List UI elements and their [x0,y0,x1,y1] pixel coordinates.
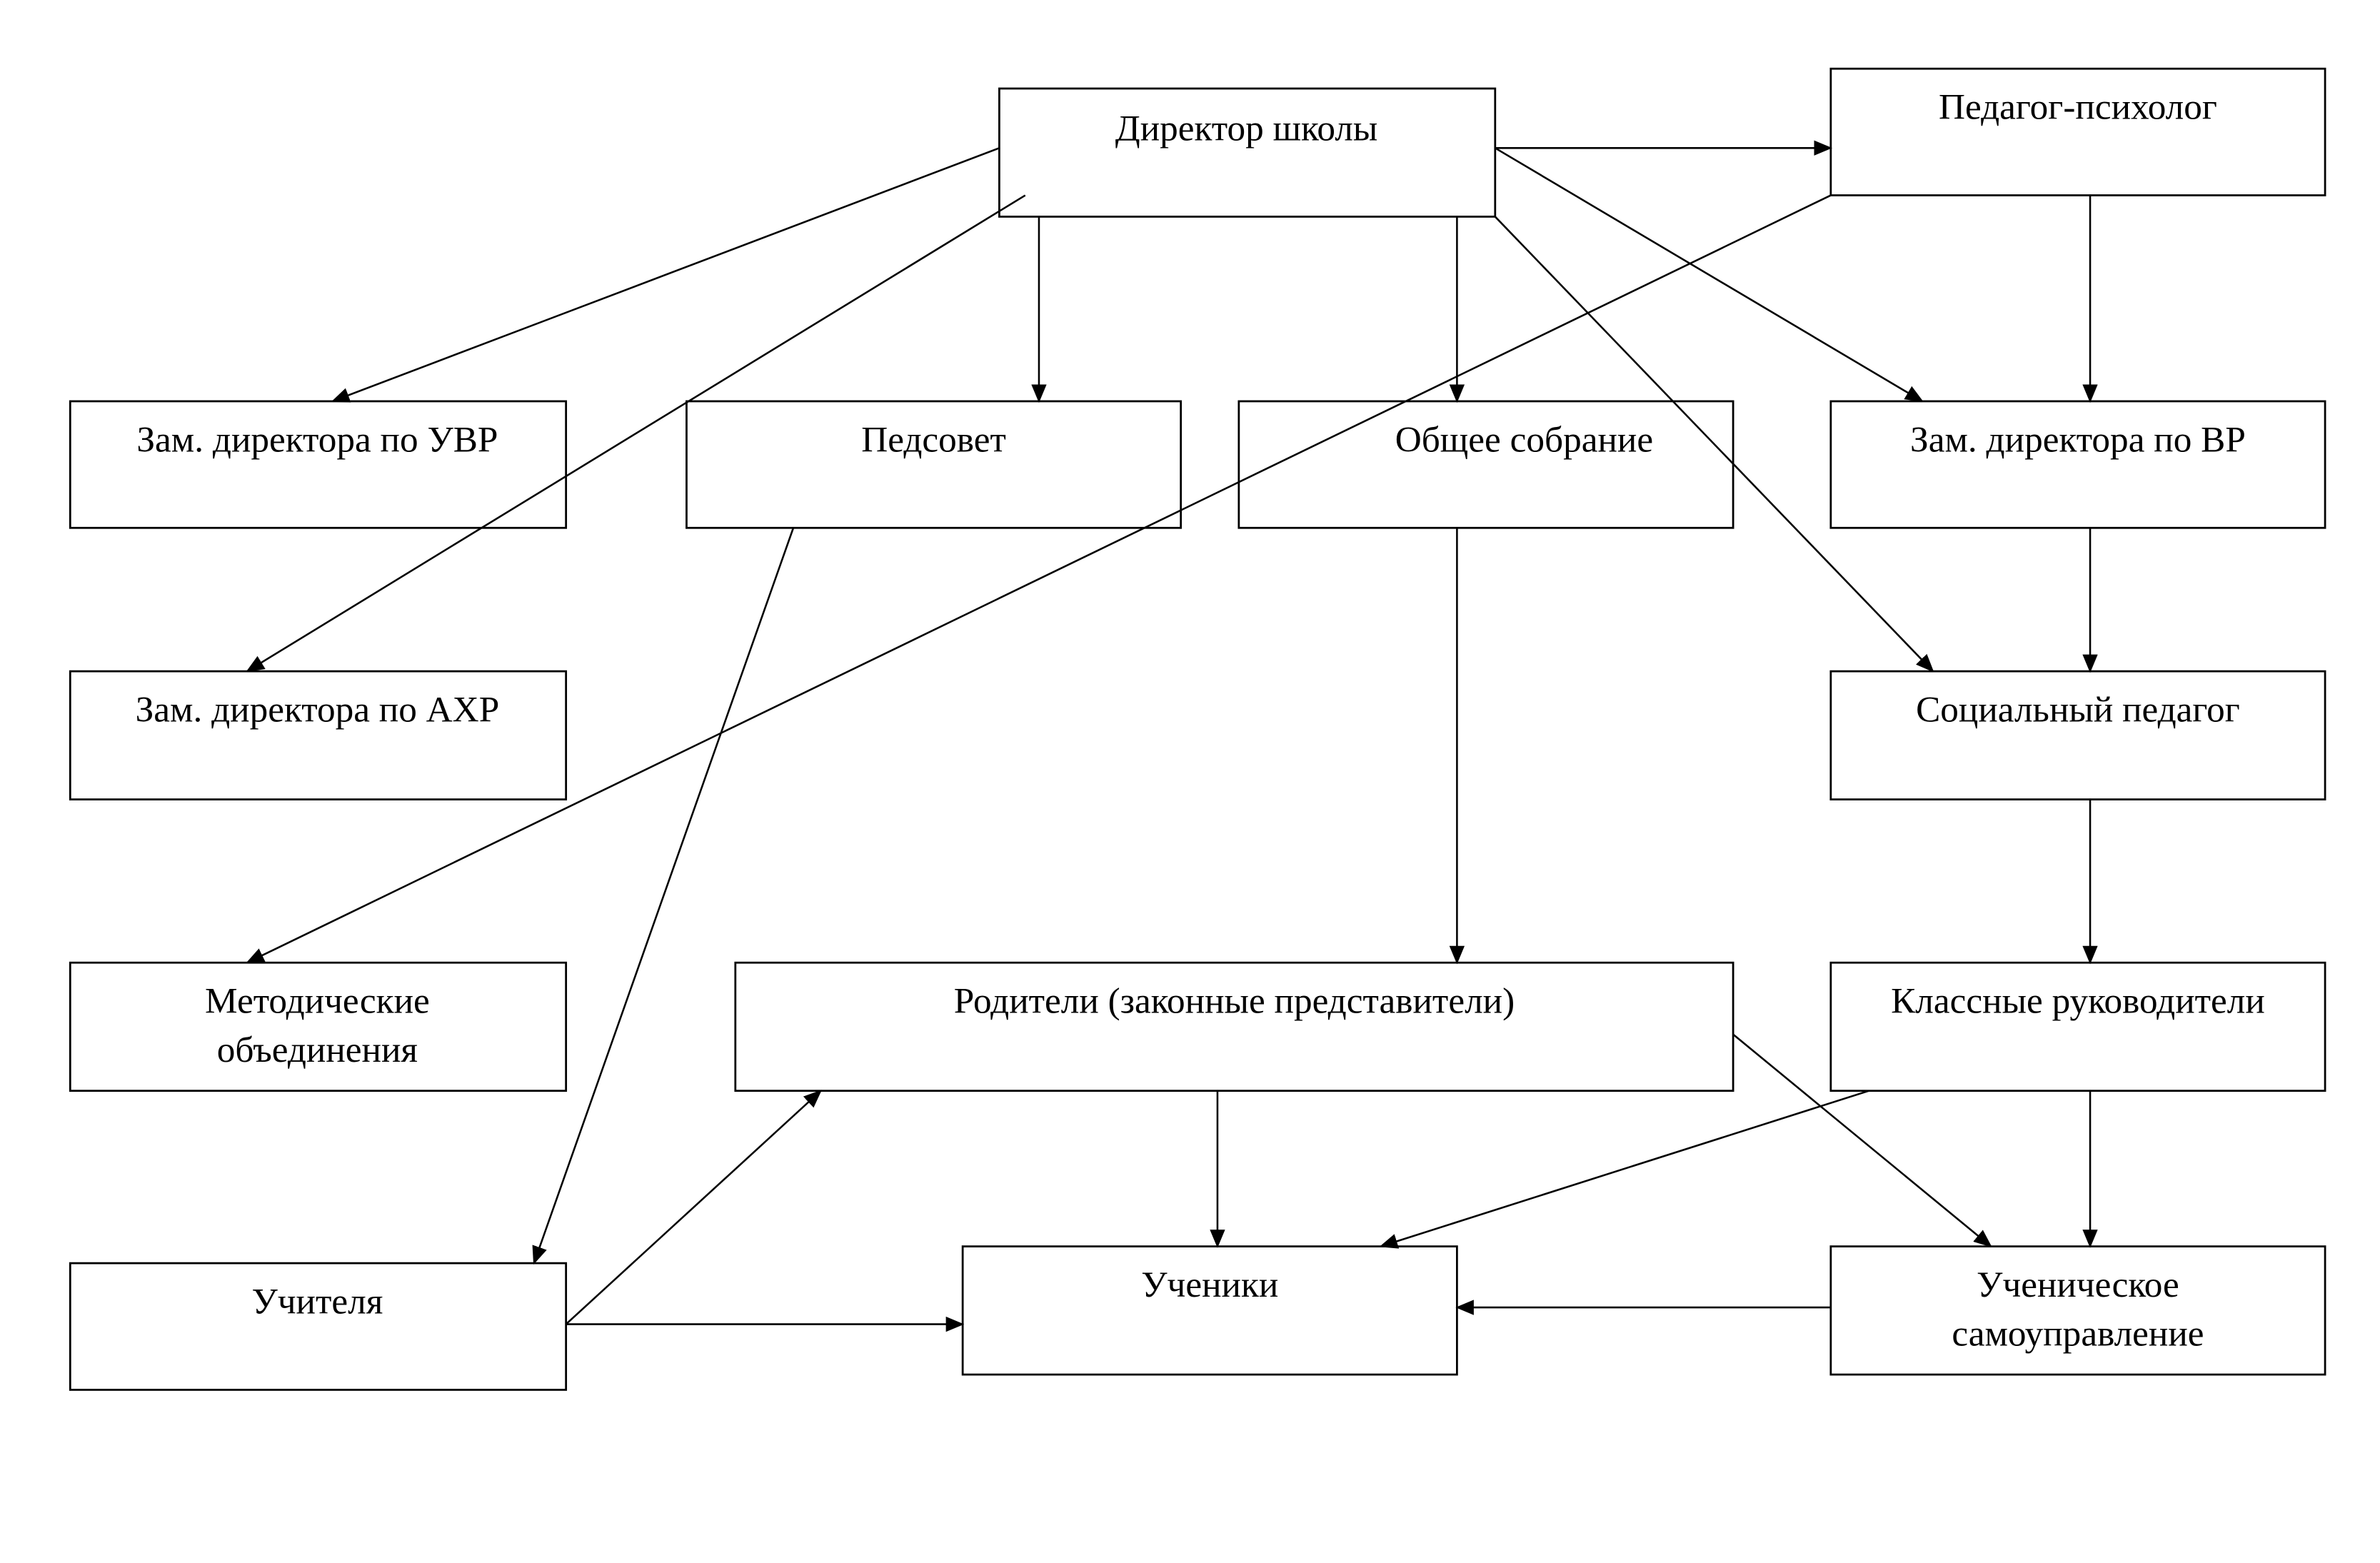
teachers-label: Учителя [251,1282,383,1322]
node-teachers: Учителя [69,1262,568,1391]
node-social-pedagogue: Социальный педагог [1829,670,2326,800]
node-self-government: Ученическое самоуправление [1829,1245,2326,1376]
methodical-label-2: объединения [217,1030,418,1070]
node-deputy-ahr: Зам. директора по АХР [69,670,568,800]
node-pedsovet: Педсовет [686,400,1183,529]
arrow-teachers-parents [565,1090,823,1325]
arrow-class-teachers-students [1379,1090,1869,1249]
pedsovet-label: Педсовет [861,419,1006,460]
self-government-label-2: самоуправление [1952,1313,2204,1354]
arrow-director-deputy-ahr [246,194,1026,673]
social-pedagogue-label: Социальный педагог [1916,690,2240,730]
general-meeting-label: Общее собрание [1395,419,1653,460]
node-deputy-vr: Зам. директора по ВР [1829,400,2326,529]
arrow-director-social-pedagogue [1494,216,1934,673]
node-students: Ученики [961,1245,1458,1376]
arrow-psychologist-methodical [246,194,1832,964]
node-deputy-uvr: Зам. директора по УВР [69,400,568,529]
self-government-label-1: Ученическое [1977,1265,2179,1305]
nodes: Директор школы Педагог-психолог Зам. дир… [69,67,2326,1391]
class-teachers-label: Классные руководители [1891,981,2265,1022]
psychologist-label: Педагог-психолог [1939,87,2217,128]
students-label: Ученики [1141,1265,1278,1305]
arrow-director-deputy-vr [1495,147,1924,403]
node-methodical: Методические объединения [69,961,568,1092]
deputy-uvr-label: Зам. директора по УВР [136,419,498,460]
node-general-meeting: Общее собрание [1237,400,1734,529]
director-label: Директор школы [1115,109,1378,149]
node-class-teachers: Классные руководители [1829,961,2326,1092]
node-parents: Родители (законные представители) [734,961,1734,1092]
deputy-vr-label: Зам. директора по ВР [1910,419,2246,460]
node-director: Директор школы [998,87,1497,218]
arrow-parents-self-government [1732,1033,1992,1247]
arrow-pedsovet-teachers [532,527,795,1265]
deputy-ahr-label: Зам. директора по АХР [136,690,500,730]
node-psychologist: Педагог-психолог [1829,67,2326,196]
arrow-director-deputy-uvr [331,147,1000,403]
parents-label: Родители (законные представители) [954,981,1515,1022]
methodical-label-1: Методические [205,981,430,1022]
connectors [246,140,2098,1332]
